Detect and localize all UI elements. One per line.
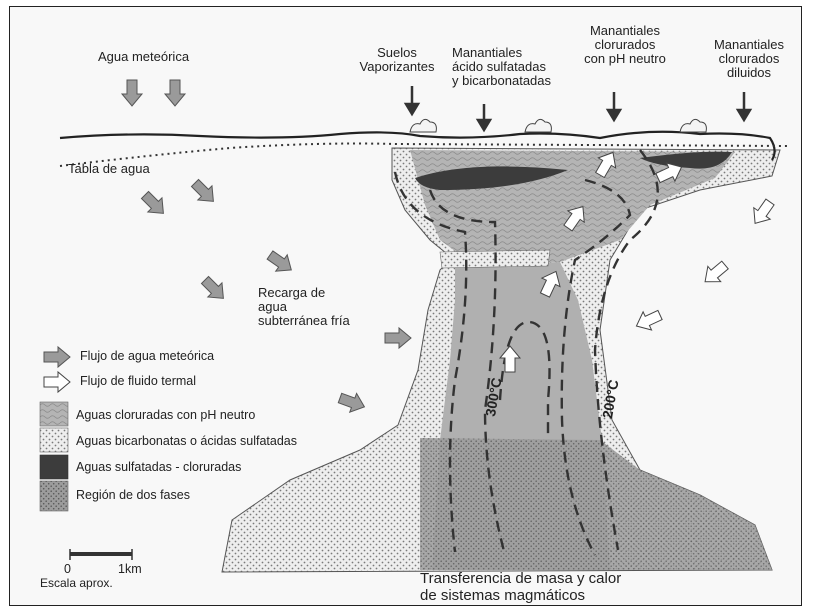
legend-swatch-chlorinated [40, 402, 68, 426]
legend-graphics [40, 347, 70, 511]
label-transferencia: Transferencia de masa y calor de sistema… [420, 570, 621, 604]
steam-puff-icon [410, 119, 436, 132]
meteoric-flow-arrows [122, 80, 411, 416]
pointer-suelos-arrow-icon [406, 86, 418, 114]
legend-label-bicarbonatas: Aguas bicarbonatas o ácidas sulfatadas [76, 434, 297, 448]
label-recarga: Recarga de agua subterránea fría [258, 286, 350, 328]
label-manantiales-neutro: Manantiales clorurados con pH neutro [570, 24, 680, 66]
meteoric-arrow-icon [337, 389, 368, 417]
legend-label-dos-fases: Región de dos fases [76, 488, 190, 502]
legend-label-cloruradas: Aguas cloruradas con pH neutro [76, 408, 255, 422]
scale-label-zero: 0 [64, 562, 71, 576]
pointer-clorurados-arrow-icon [608, 92, 620, 120]
thermal-arrow-icon [632, 306, 664, 335]
legend-swatch-two-phase [40, 481, 68, 511]
scale-label-one: 1km [118, 562, 142, 576]
meteoric-arrow-icon [188, 176, 221, 209]
legend-label-flujo-termal: Flujo de fluido termal [80, 374, 196, 388]
thermal-arrow-icon [747, 196, 778, 229]
meteoric-arrow-icon [138, 188, 171, 221]
pointer-acido-arrow-icon [478, 104, 490, 130]
legend-meteoric-arrow-icon [44, 347, 70, 367]
legend-label-sulfatadas: Aguas sulfatadas - cloruradas [76, 460, 241, 474]
label-suelos-vaporizantes: Suelos Vaporizantes [352, 46, 442, 74]
meteoric-arrow-icon [122, 80, 142, 106]
scale-label-caption: Escala aprox. [40, 576, 113, 590]
steam-puff-icon [525, 119, 551, 132]
meteoric-arrow-icon [264, 247, 297, 278]
steam-puff-icon [680, 119, 706, 132]
magmatic-zone [420, 438, 772, 570]
meteoric-arrow-icon [165, 80, 185, 106]
legend-thermal-arrow-icon [44, 372, 70, 392]
label-agua-meteorica: Agua meteórica [98, 50, 189, 64]
legend-swatch-bicarbonate [40, 428, 68, 452]
legend-swatch-sulfate [40, 455, 68, 479]
label-manantiales-acido: Manantiales ácido sulfatadas y bicarbona… [452, 46, 551, 88]
label-tabla-de-agua: Tabla de agua [68, 162, 150, 176]
meteoric-arrow-icon [198, 273, 231, 306]
label-manantiales-diluidos: Manantiales clorurados diluidos [700, 38, 798, 80]
thermal-arrow-icon [699, 257, 732, 289]
steam-vents [410, 119, 706, 132]
meteoric-arrow-icon [385, 328, 411, 348]
legend-label-flujo-meteorica: Flujo de agua meteórica [80, 349, 214, 363]
scale-bar [70, 549, 132, 560]
pointer-diluidos-arrow-icon [738, 92, 750, 120]
